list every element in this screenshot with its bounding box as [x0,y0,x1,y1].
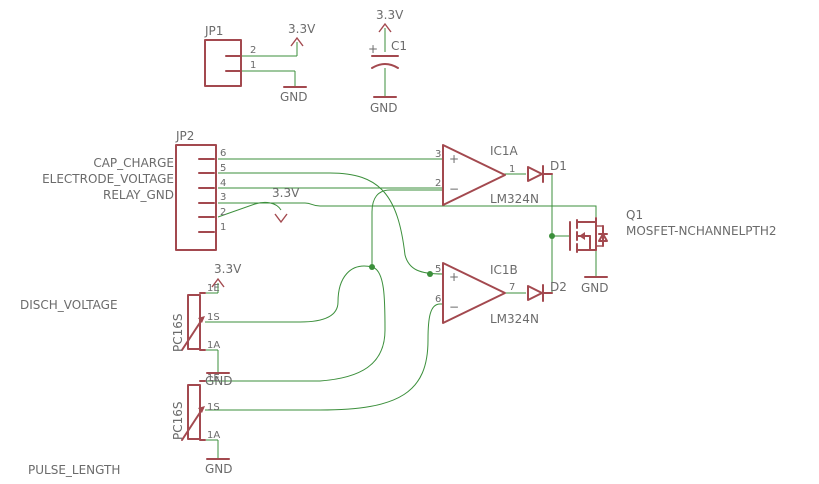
q1-value: MOSFET-NCHANNELPTH2 [626,224,777,238]
vcc-label-pot: 3.3V [214,262,242,276]
jp2-connector: JP2 6 5 4 3 2 1 [175,129,226,251]
ic1b-minus-sign: − [449,300,459,314]
pot-bottom-pin-a: 1A [207,430,220,441]
junction-dot-ic1b [427,271,433,277]
jp2-pin-number: 4 [220,178,226,189]
vcc-label-jp2: 3.3V [272,186,300,200]
gnd-label-mosfet: GND [581,281,609,295]
pot-top-body [187,294,201,350]
pot-top-value: PC16S [171,313,185,352]
vcc-arrow-icon [211,277,225,288]
net-label-relay-gnd: RELAY_GND [103,188,174,202]
wire-electrode-voltage [218,172,444,275]
d1-triangle [527,166,543,182]
jp2-label: JP2 [175,129,194,143]
jp2-pin-number: 2 [220,207,226,218]
vcc-arrow-icon [274,213,288,224]
ic1a-pin-minus: 2 [435,178,441,189]
wire-loop-bottom [205,266,386,382]
gnd-label-pot-top: GND [205,374,233,388]
ic1a-value: LM324N [490,192,539,206]
ic1b-pin-out: 7 [509,282,515,293]
jp1-body [204,39,242,87]
junction-dot-gate [549,233,555,239]
net-label-cap-charge: CAP_CHARGE [93,156,174,170]
ic1b-pin-plus: 5 [435,264,441,275]
d2-label: D2 [550,280,567,294]
d2-triangle [527,285,543,301]
pot-bottom-wiper [181,407,204,441]
gnd-label-c1: GND [370,101,398,115]
ic1b-plus-sign: + [449,270,459,284]
gnd-label-pot-bottom: GND [205,462,233,476]
ic1a-triangle [442,144,506,206]
c1-plus-sign: + [368,42,378,56]
net-label-disch-voltage: DISCH_VOLTAGE [20,298,118,312]
ic1a-label: IC1A [490,144,519,158]
jp2-pin-number: 3 [220,192,226,203]
wire-ic1b-minus-pot-bottom [205,303,443,411]
d2-diode: D2 [527,280,567,302]
ic1b-label: IC1B [490,263,518,277]
jp1-label: JP1 [204,24,223,38]
ic1b-opamp: + − 5 6 7 IC1B LM324N [435,262,539,326]
pot-top: PC16S 1E 1S 1A [171,283,220,352]
jp1-pin1-number: 1 [250,60,256,71]
vcc-arrow-icon [290,36,304,47]
vcc-label-jp1: 3.3V [288,22,316,36]
pot-bottom-wiper-arrow-icon [198,406,205,413]
ic1a-minus-sign: − [449,182,459,196]
ic1b-triangle [442,262,506,324]
pot-top-pin-a: 1A [207,340,220,351]
wire-relay-gnd [218,202,597,218]
jp2-pin-number: 1 [220,222,226,233]
d1-label: D1 [550,159,567,173]
pot-bottom: PC16S 1E 1S 1A [171,373,220,441]
vcc-label-c1: 3.3V [376,8,404,22]
q1-body-diode-icon [598,233,608,242]
net-wires [205,28,597,458]
q1-label: Q1 [626,208,643,222]
wire-ic1a-minus-pot-top [205,189,443,323]
pot-bottom-value: PC16S [171,401,185,440]
q1-arrow-icon [579,232,585,240]
jp2-body [175,144,217,251]
c1-capacitor: + C1 [368,39,407,69]
ic1b-value: LM324N [490,312,539,326]
c1-label: C1 [391,39,407,53]
gnd-label-jp1: GND [280,90,308,104]
q1-mosfet: Q1 MOSFET-NCHANNELPTH2 [569,208,777,253]
net-label-pulse-length: PULSE_LENGTH [28,463,120,477]
supply-symbols: 3.3V 3.3V 3.3V 3.3V GND GND GND GND GND [205,8,609,476]
ic1a-opamp: + − 3 2 1 IC1A LM324N [435,144,539,206]
pot-top-wiper [181,317,204,351]
junction-dot-loop [369,264,375,270]
net-labels: CAP_CHARGE ELECTRODE_VOLTAGE RELAY_GND D… [20,156,174,477]
pot-top-pin-e: 1E [207,283,220,294]
jp1-pin2-number: 2 [250,45,256,56]
ic1a-plus-sign: + [449,152,459,166]
ic1a-pin-plus: 3 [435,149,441,160]
vcc-arrow-icon [378,22,392,33]
jp2-pin-number: 5 [220,163,226,174]
d1-diode: D1 [527,159,567,183]
ic1a-pin-out: 1 [509,164,515,175]
pot-bottom-pin-s: 1S [207,402,220,413]
c1-plate-bottom [371,63,399,69]
net-label-electrode-voltage: ELECTRODE_VOLTAGE [42,172,174,186]
jp2-pin-number: 6 [220,148,226,159]
pot-bottom-body [187,384,201,440]
wire-pin2-3v3 [217,201,282,218]
ic1b-pin-minus: 6 [435,294,441,305]
pot-bottom-pin-e: 1E [207,373,220,384]
pot-top-wiper-arrow-icon [198,316,205,323]
pot-top-pin-s: 1S [207,312,220,323]
jp1-connector: JP1 2 1 [204,24,256,87]
